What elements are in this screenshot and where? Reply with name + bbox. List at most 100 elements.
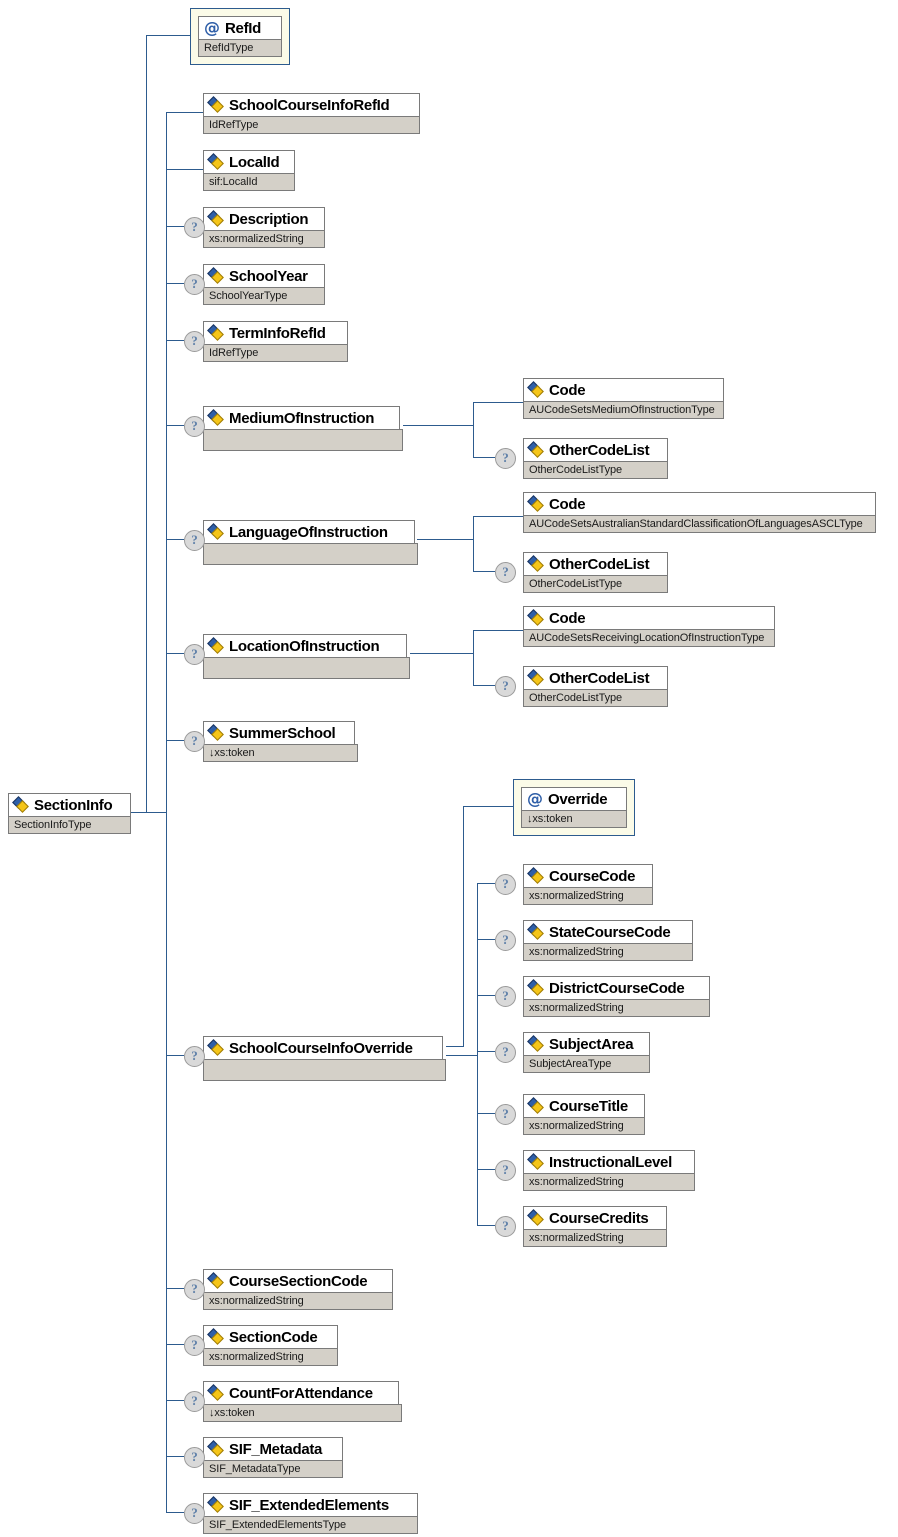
connector-stub-languageofinstruction xyxy=(166,539,184,540)
node-language-othercodelist-type: OtherCodeListType xyxy=(523,575,668,593)
node-medium-code-name-row: Code xyxy=(523,378,724,401)
node-description[interactable]: Description xs:normalizedString xyxy=(203,207,325,248)
connector-medium-out xyxy=(403,425,473,426)
element-diamond-icon xyxy=(209,1330,224,1345)
node-summerschool-type: ↓xs:token xyxy=(203,744,358,762)
node-schoolyear[interactable]: SchoolYear SchoolYearType xyxy=(203,264,325,305)
node-schoolyear-label: SchoolYear xyxy=(229,267,308,285)
node-languageofinstruction[interactable]: LanguageOfInstruction xyxy=(203,520,418,565)
node-summerschool-label: SummerSchool xyxy=(229,724,336,742)
node-instructionallevel-label: InstructionalLevel xyxy=(549,1153,672,1171)
optional-marker-coursetitle: ? xyxy=(495,1104,516,1125)
node-languageofinstruction-name-row: LanguageOfInstruction xyxy=(203,520,415,543)
optional-marker-location-othercodelist: ? xyxy=(495,676,516,697)
optional-marker-mediumofinstruction: ? xyxy=(184,416,205,437)
connector-stub-schoolyear xyxy=(166,283,184,284)
node-instructionallevel[interactable]: InstructionalLevel xs:normalizedString xyxy=(523,1150,695,1191)
node-refid-wrapper[interactable]: @ RefId RefIdType xyxy=(190,8,290,65)
node-location-othercodelist-label: OtherCodeList xyxy=(549,669,650,687)
node-override-wrapper[interactable]: @ Override ↓xs:token xyxy=(513,779,635,836)
connector-medium-othercodelist xyxy=(473,457,495,458)
node-schoolcourseinforefid-type: IdRefType xyxy=(203,116,420,134)
connector-language-out xyxy=(417,539,473,540)
node-sifextendedelements-type: SIF_ExtendedElementsType xyxy=(203,1516,418,1534)
node-coursecode-type: xs:normalizedString xyxy=(523,887,653,905)
optional-marker-terminforefid: ? xyxy=(184,331,205,352)
optional-marker-subjectarea: ? xyxy=(495,1042,516,1063)
optional-marker-sectioncode: ? xyxy=(184,1335,205,1356)
node-coursecode[interactable]: CourseCode xs:normalizedString xyxy=(523,864,653,905)
element-diamond-icon xyxy=(209,155,224,170)
node-districtcoursecode[interactable]: DistrictCourseCode xs:normalizedString xyxy=(523,976,710,1017)
node-sectioninfo[interactable]: RefId SectionInfo SectionInfoType xyxy=(8,793,131,834)
connector-ovr-stub-instructionallevel xyxy=(477,1169,495,1170)
node-medium-code[interactable]: Code AUCodeSetsMediumOfInstructionType xyxy=(523,378,724,419)
element-diamond-icon xyxy=(14,798,29,813)
node-countforattendance[interactable]: CountForAttendance ↓xs:token xyxy=(203,1381,402,1422)
element-diamond-icon xyxy=(529,1099,544,1114)
node-medium-othercodelist[interactable]: OtherCodeList OtherCodeListType xyxy=(523,438,668,479)
element-diamond-icon xyxy=(529,1155,544,1170)
node-terminforefid-type: IdRefType xyxy=(203,344,348,362)
node-instructionallevel-type: xs:normalizedString xyxy=(523,1173,695,1191)
node-coursecode-name-row: CourseCode xyxy=(523,864,653,887)
node-statecoursecode-type: xs:normalizedString xyxy=(523,943,693,961)
node-medium-code-type: AUCodeSetsMediumOfInstructionType xyxy=(523,401,724,419)
node-mediumofinstruction[interactable]: MediumOfInstruction xyxy=(203,406,403,451)
element-diamond-icon xyxy=(529,925,544,940)
node-schoolcourseinfooverride-label: SchoolCourseInfoOverride xyxy=(229,1039,413,1057)
connector-stub-sifextendedelements xyxy=(166,1512,184,1513)
node-coursesectioncode[interactable]: CourseSectionCode xs:normalizedString xyxy=(203,1269,393,1310)
node-sectioninfo-name-row: RefId SectionInfo xyxy=(8,793,131,816)
node-description-type: xs:normalizedString xyxy=(203,230,325,248)
node-medium-othercodelist-type: OtherCodeListType xyxy=(523,461,668,479)
optional-marker-sifextendedelements: ? xyxy=(184,1503,205,1524)
node-sectioninfo-type: SectionInfoType xyxy=(8,816,131,834)
node-mediumofinstruction-name-row: MediumOfInstruction xyxy=(203,406,400,429)
connector-medium-code xyxy=(473,402,523,403)
node-summerschool[interactable]: SummerSchool ↓xs:token xyxy=(203,721,358,762)
node-sectioninfo-label: SectionInfo xyxy=(34,796,113,814)
node-location-othercodelist[interactable]: OtherCodeList OtherCodeListType xyxy=(523,666,668,707)
node-sifextendedelements[interactable]: SIF_ExtendedElements SIF_ExtendedElement… xyxy=(203,1493,418,1534)
connector-stub-mediumofinstruction xyxy=(166,425,184,426)
node-refid-type: RefIdType xyxy=(198,39,282,57)
optional-marker-districtcoursecode: ? xyxy=(495,986,516,1007)
node-subjectarea[interactable]: SubjectArea SubjectAreaType xyxy=(523,1032,650,1073)
element-diamond-icon xyxy=(209,269,224,284)
node-summerschool-name-row: SummerSchool xyxy=(203,721,355,744)
node-coursecredits[interactable]: CourseCredits xs:normalizedString xyxy=(523,1206,667,1247)
at-sign-icon: @ xyxy=(527,789,543,808)
connector-stub-sectioncode xyxy=(166,1344,184,1345)
node-locationofinstruction[interactable]: LocationOfInstruction xyxy=(203,634,410,679)
node-terminforefid[interactable]: TermInfoRefId IdRefType xyxy=(203,321,348,362)
node-sectioncode[interactable]: SectionCode xs:normalizedString xyxy=(203,1325,338,1366)
node-language-othercodelist[interactable]: OtherCodeList OtherCodeListType xyxy=(523,552,668,593)
node-schoolcourseinfooverride[interactable]: SchoolCourseInfoOverride xyxy=(203,1036,446,1081)
connector-location-branch xyxy=(473,630,474,685)
node-mediumofinstruction-type xyxy=(203,429,403,451)
optional-marker-locationofinstruction: ? xyxy=(184,644,205,665)
optional-marker-coursecredits: ? xyxy=(495,1216,516,1237)
node-override-label: Override xyxy=(548,790,608,808)
connector-override-attr xyxy=(463,806,513,807)
connector-stub-sifmetadata xyxy=(166,1456,184,1457)
optional-marker-language-othercodelist: ? xyxy=(495,562,516,583)
node-localid[interactable]: LocalId sif:LocalId xyxy=(203,150,295,191)
element-diamond-icon xyxy=(209,411,224,426)
node-language-code[interactable]: Code AUCodeSetsAustralianStandardClassif… xyxy=(523,492,876,533)
node-districtcoursecode-type: xs:normalizedString xyxy=(523,999,710,1017)
node-location-code-type: AUCodeSetsReceivingLocationOfInstruction… xyxy=(523,629,775,647)
element-diamond-icon xyxy=(209,1386,224,1401)
node-statecoursecode[interactable]: StateCourseCode xs:normalizedString xyxy=(523,920,693,961)
node-sifmetadata[interactable]: SIF_Metadata SIF_MetadataType xyxy=(203,1437,343,1478)
node-coursecredits-type: xs:normalizedString xyxy=(523,1229,667,1247)
optional-marker-statecoursecode: ? xyxy=(495,930,516,951)
node-countforattendance-name-row: CountForAttendance xyxy=(203,1381,399,1404)
node-coursetitle[interactable]: CourseTitle xs:normalizedString xyxy=(523,1094,645,1135)
node-schoolcourseinforefid[interactable]: SchoolCourseInfoRefId IdRefType xyxy=(203,93,420,134)
element-diamond-icon xyxy=(209,525,224,540)
node-mediumofinstruction-label: MediumOfInstruction xyxy=(229,409,375,427)
node-sectioncode-type: xs:normalizedString xyxy=(203,1348,338,1366)
node-location-code[interactable]: Code AUCodeSetsReceivingLocationOfInstru… xyxy=(523,606,775,647)
